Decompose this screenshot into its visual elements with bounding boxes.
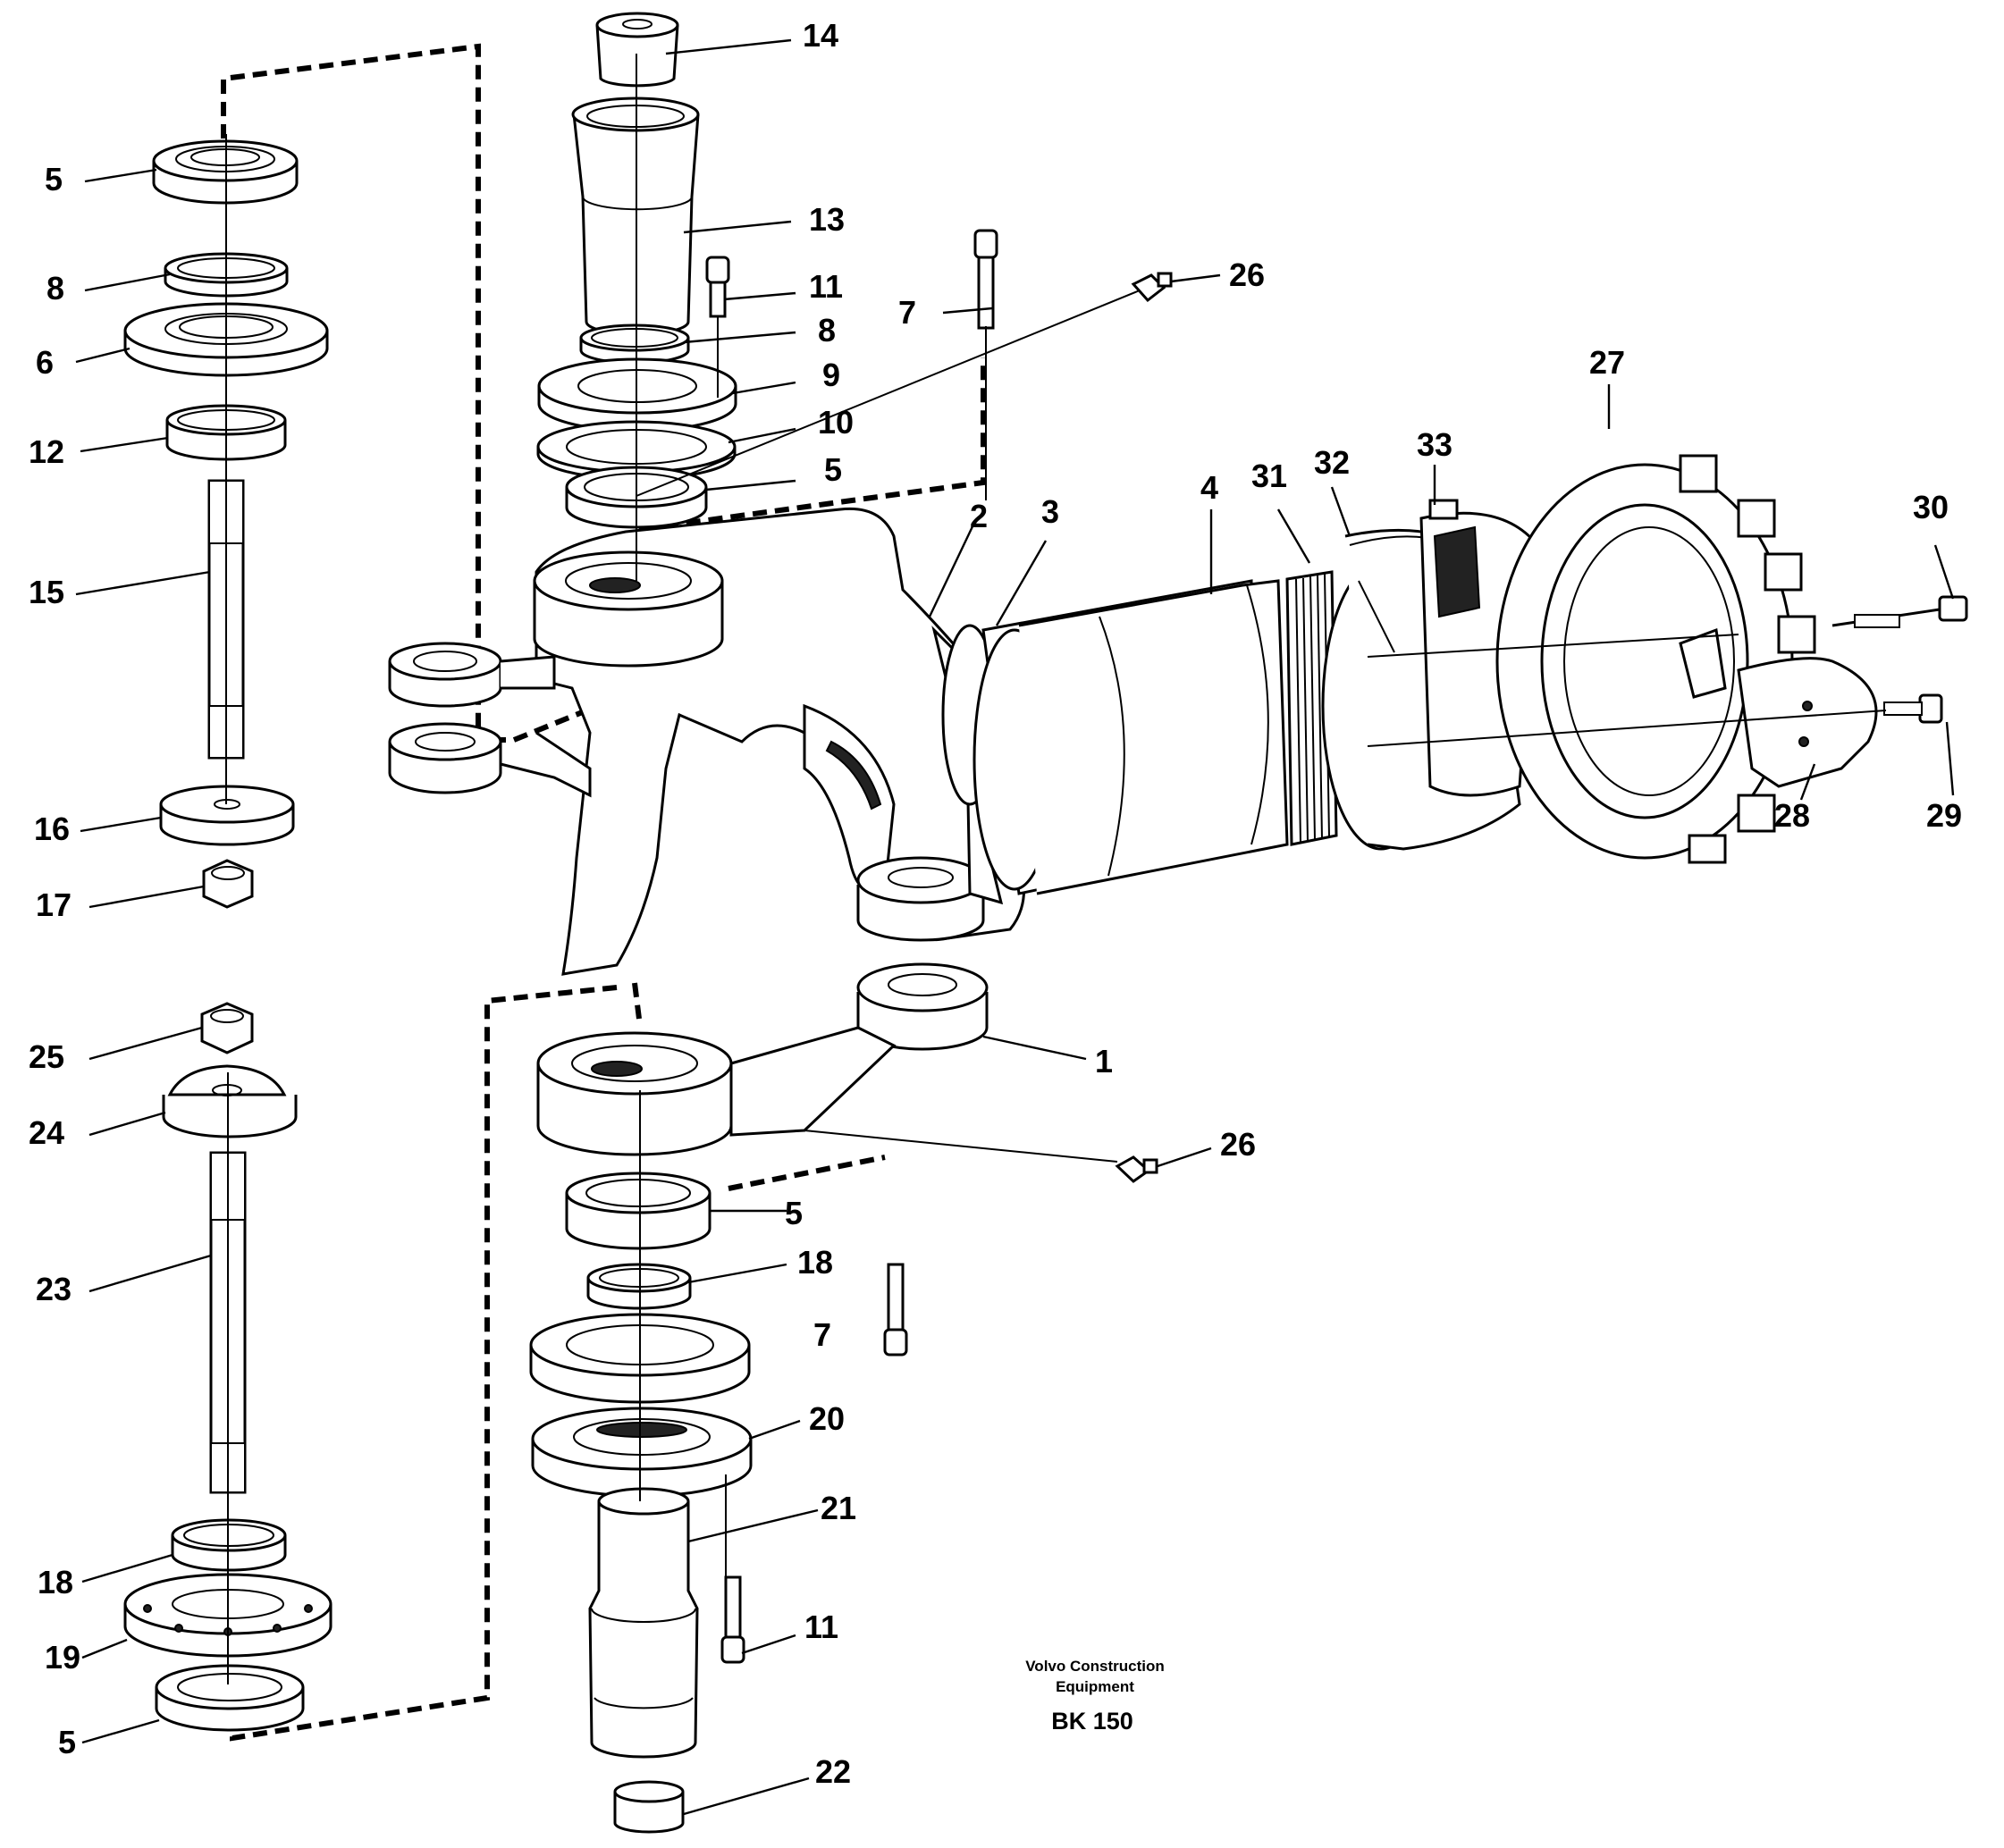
seal-8-center bbox=[579, 323, 690, 365]
callout-18-left: 18 bbox=[38, 1564, 73, 1600]
grease-nipple-26-upper bbox=[1131, 272, 1173, 303]
caption-company-line1: Volvo Construction bbox=[1025, 1658, 1165, 1675]
tone-wheel-27 bbox=[1495, 454, 1816, 864]
bracket-28 bbox=[1679, 627, 1878, 788]
callout-18-center: 18 bbox=[797, 1244, 833, 1281]
callout-16: 16 bbox=[34, 811, 70, 847]
bearing-5-bottom-left bbox=[155, 1664, 305, 1732]
callout-labels: 1 2 3 4 5 5 5 5 6 7 7 8 8 9 10 11 11 12 … bbox=[29, 17, 1962, 1790]
center-upper-stack bbox=[536, 12, 1173, 529]
callout-8-center: 8 bbox=[818, 312, 836, 349]
callout-4: 4 bbox=[1200, 469, 1218, 506]
nut-25 bbox=[200, 1002, 254, 1054]
callout-28: 28 bbox=[1774, 797, 1810, 834]
callout-15: 15 bbox=[29, 574, 64, 610]
callout-24: 24 bbox=[29, 1114, 64, 1151]
callout-3: 3 bbox=[1041, 493, 1059, 530]
leader-lines bbox=[75, 38, 1955, 1816]
bolt-29 bbox=[1883, 693, 1943, 724]
flange-20 bbox=[531, 1407, 753, 1498]
bolt-11-upper bbox=[705, 256, 730, 318]
callout-29: 29 bbox=[1926, 797, 1962, 834]
callout-19: 19 bbox=[45, 1639, 80, 1676]
callout-14: 14 bbox=[803, 17, 838, 54]
caption-drawing-code: BK 150 bbox=[1051, 1708, 1133, 1735]
spindle-2-3-4 bbox=[931, 570, 1338, 905]
callout-31: 31 bbox=[1251, 458, 1287, 494]
callout-9: 9 bbox=[822, 357, 840, 393]
grease-nipple-26-lower bbox=[1115, 1155, 1158, 1183]
knuckle-housing-1 bbox=[388, 507, 1026, 1156]
callout-26-upper: 26 bbox=[1229, 256, 1265, 293]
callout-5-bottom-left: 5 bbox=[58, 1724, 76, 1760]
callout-12: 12 bbox=[29, 433, 64, 470]
callout-26-lower: 26 bbox=[1220, 1126, 1256, 1163]
callout-2: 2 bbox=[970, 498, 988, 534]
callout-25: 25 bbox=[29, 1038, 64, 1075]
callout-22: 22 bbox=[815, 1753, 851, 1790]
callout-5-center-bottom: 5 bbox=[785, 1195, 803, 1231]
callout-17: 17 bbox=[36, 886, 72, 923]
pin-21 bbox=[588, 1487, 699, 1759]
bolt-30 bbox=[1831, 595, 1968, 628]
callout-6: 6 bbox=[36, 344, 54, 381]
callout-30: 30 bbox=[1913, 489, 1949, 525]
caption-block: Volvo Construction Equipment BK 150 bbox=[1025, 1658, 1165, 1735]
bolt-7-upper bbox=[973, 229, 998, 330]
callout-5-top-left: 5 bbox=[45, 161, 63, 197]
bolt-11-lower bbox=[720, 1575, 745, 1664]
nut-17 bbox=[202, 859, 254, 909]
washer-24 bbox=[162, 1064, 298, 1138]
callout-32: 32 bbox=[1314, 444, 1350, 481]
callout-20: 20 bbox=[809, 1400, 845, 1437]
callout-23: 23 bbox=[36, 1271, 72, 1307]
cap-22 bbox=[613, 1780, 685, 1834]
callout-13: 13 bbox=[809, 201, 845, 238]
callout-21: 21 bbox=[821, 1490, 856, 1526]
callout-1: 1 bbox=[1095, 1043, 1113, 1079]
bearing-5-center-bottom bbox=[565, 1172, 712, 1250]
bolt-7-lower bbox=[883, 1263, 908, 1357]
callout-33: 33 bbox=[1417, 426, 1452, 463]
callout-5-center-top: 5 bbox=[824, 451, 842, 488]
callout-7-lower: 7 bbox=[813, 1316, 831, 1353]
callout-11-lower: 11 bbox=[804, 1609, 838, 1645]
callout-10: 10 bbox=[818, 404, 854, 441]
callout-7-upper: 7 bbox=[898, 294, 916, 331]
callout-8-left: 8 bbox=[46, 270, 64, 307]
caption-company-line2: Equipment bbox=[1056, 1678, 1134, 1695]
callout-11-upper: 11 bbox=[809, 268, 843, 305]
callout-27: 27 bbox=[1589, 344, 1625, 381]
